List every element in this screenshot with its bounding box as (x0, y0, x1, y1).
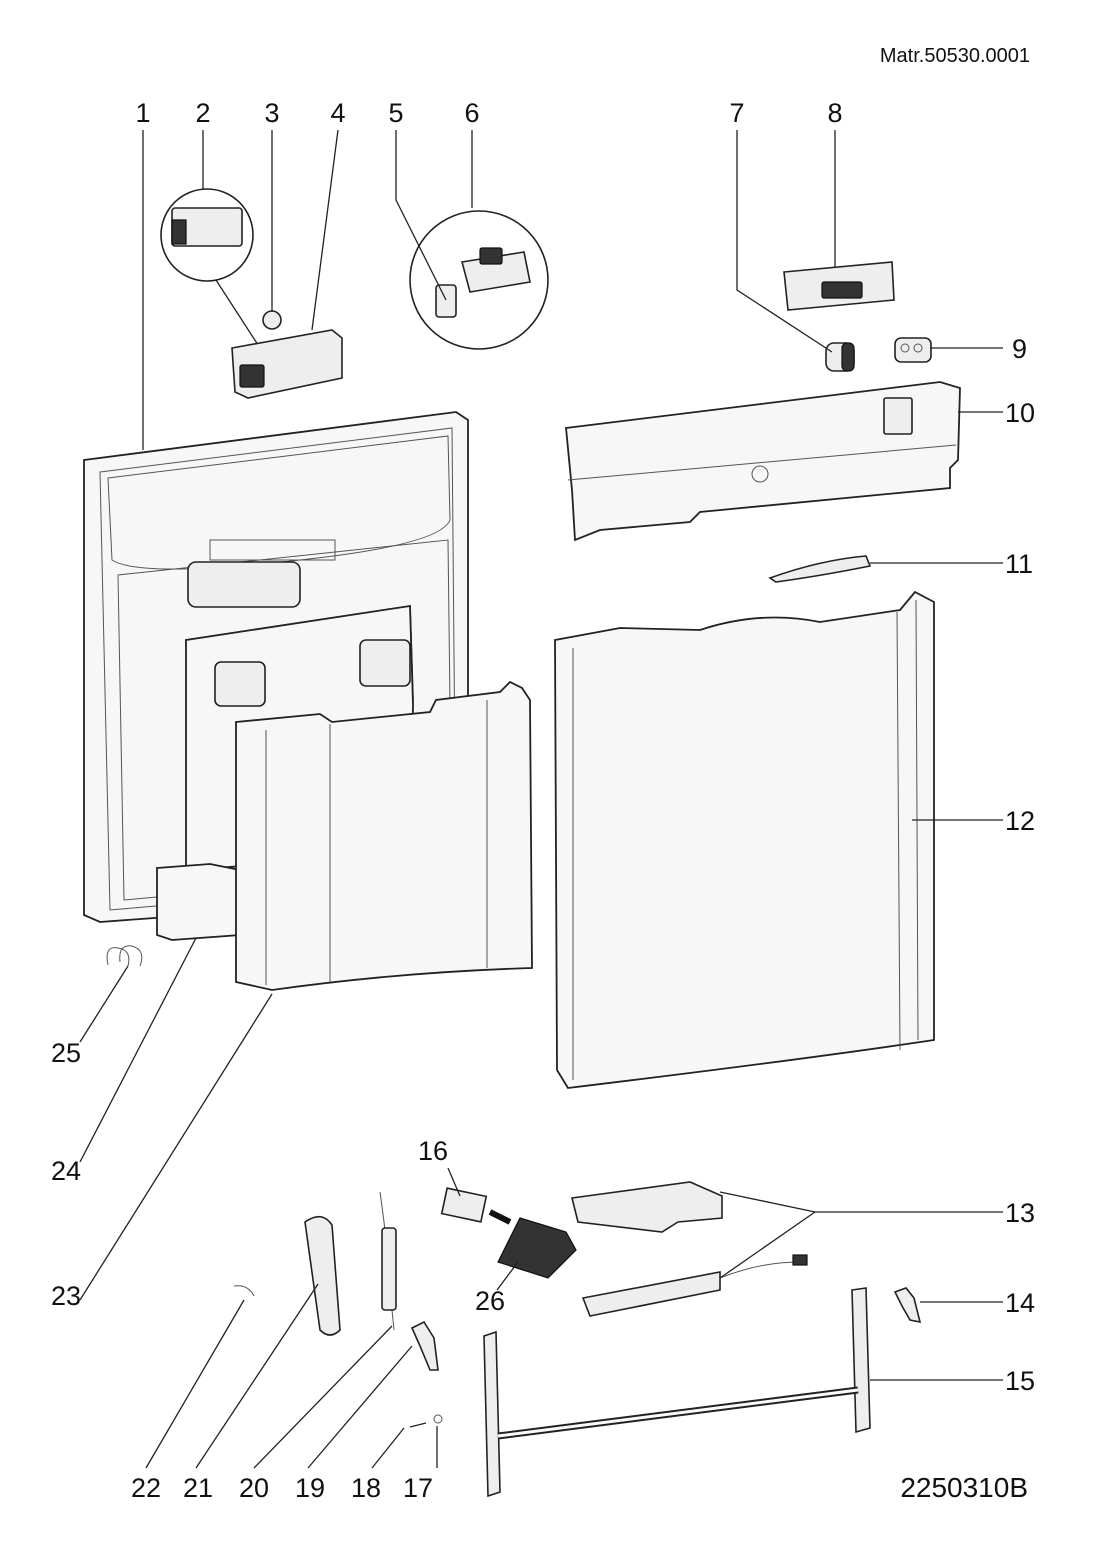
callout-7: 7 (729, 98, 744, 128)
part-8-control-board (783, 261, 895, 311)
callout-3: 3 (264, 98, 279, 128)
callout-21: 21 (183, 1473, 213, 1503)
callout-24: 24 (51, 1156, 81, 1186)
callout-12: 12 (1005, 806, 1035, 836)
part-2-detail-zoom (160, 188, 261, 349)
callout-16: 16 (418, 1136, 448, 1166)
callout-15: 15 (1005, 1366, 1035, 1396)
callout-4: 4 (330, 98, 345, 128)
part-3-seal-ring (262, 310, 282, 330)
drawing-code: 2250310B (900, 1472, 1028, 1503)
part-21-tube (304, 1215, 341, 1336)
callout-23: 23 (51, 1281, 81, 1311)
leader-lines (79, 129, 1003, 1469)
callout-13: 13 (1005, 1198, 1035, 1228)
part-12-outer-door (554, 590, 935, 1089)
callout-5: 5 (388, 98, 403, 128)
material-number: Matr.50530.0001 (880, 45, 1030, 67)
part-6-detail-zoom (409, 210, 549, 350)
callout-14: 14 (1005, 1288, 1035, 1318)
callout-1: 1 (135, 98, 150, 128)
callout-2: 2 (195, 98, 210, 128)
callout-20: 20 (239, 1473, 269, 1503)
callout-8: 8 (827, 98, 842, 128)
part-5-microswitch (435, 284, 457, 318)
part-22-pin (233, 1285, 255, 1297)
callout-11: 11 (1005, 549, 1033, 579)
part-17-washer (433, 1414, 443, 1424)
part-16-label-card (440, 1187, 488, 1223)
callout-18: 18 (351, 1473, 381, 1503)
part-9-button-cluster (894, 337, 932, 363)
part-19-hinge (410, 1320, 439, 1371)
callout-labels: 1 2 3 4 5 6 7 8 9 10 11 12 13 14 15 16 1… (51, 98, 1035, 1503)
callout-9: 9 (1012, 334, 1027, 364)
part-26-module (488, 1209, 577, 1279)
callout-26: 26 (475, 1286, 505, 1316)
callout-10: 10 (1005, 398, 1035, 428)
callout-17: 17 (403, 1473, 433, 1503)
callout-19: 19 (295, 1473, 325, 1503)
part-23-front-cover (235, 680, 533, 991)
part-4-door-lock (231, 310, 343, 399)
part-7-knob (825, 342, 855, 372)
callout-22: 22 (131, 1473, 161, 1503)
callout-25: 25 (51, 1038, 81, 1068)
part-14-hinge (893, 1287, 922, 1324)
callout-6: 6 (464, 98, 479, 128)
part-13-board-assembly (571, 1181, 808, 1317)
part-10-control-panel (565, 381, 961, 542)
part-11-handle (768, 555, 872, 583)
part-15-hinge-bar (483, 1287, 871, 1498)
part-25-clip (106, 945, 143, 967)
part-18-screw (409, 1422, 427, 1428)
